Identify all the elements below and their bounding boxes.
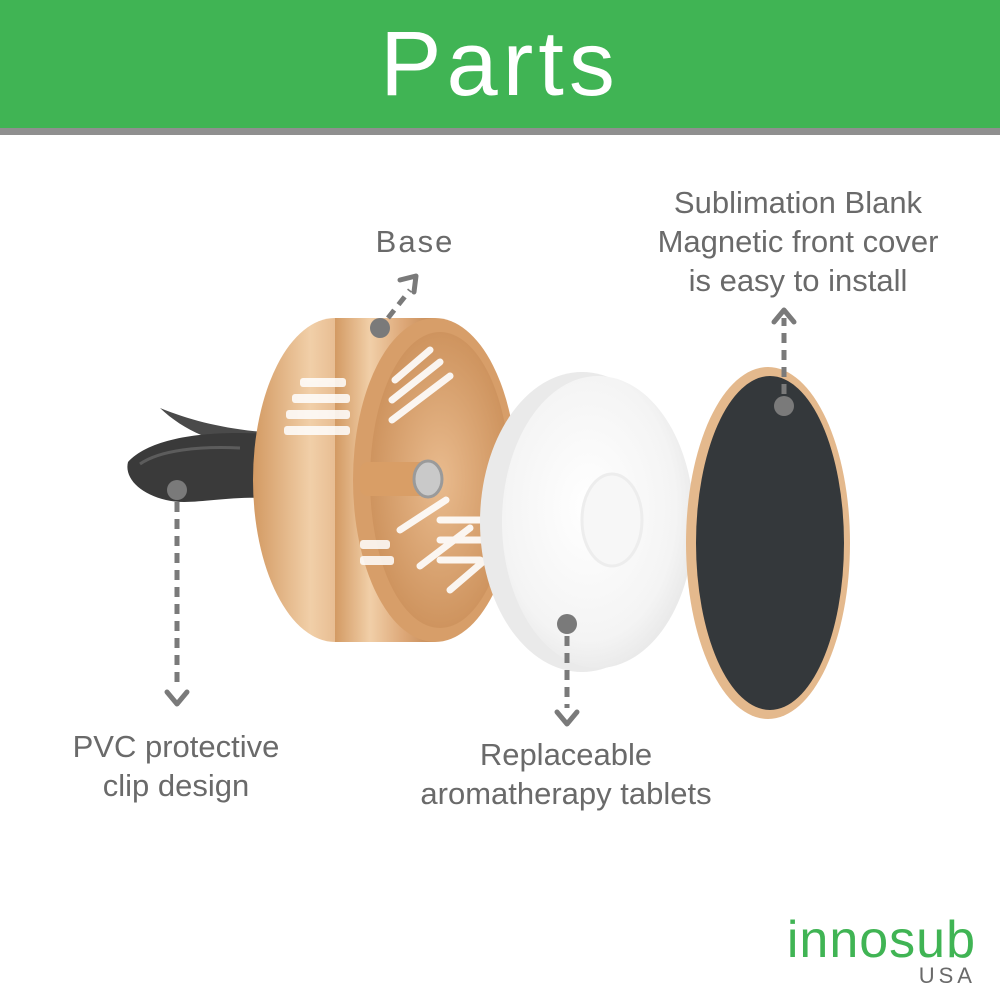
label-tablets: Replaceable aromatherapy tablets (398, 735, 734, 813)
brand-subtitle: USA (918, 963, 976, 988)
label-base-text: Base (375, 224, 455, 259)
aroma-tablet (480, 372, 694, 672)
label-tablets-line1: Replaceable (479, 737, 653, 772)
magnetic-cover (686, 367, 850, 719)
label-base: Base (330, 222, 500, 261)
page-title: Parts (380, 13, 620, 115)
label-tablets-line2: aromatherapy tablets (420, 776, 712, 811)
label-cover: Sublimation Blank Magnetic front cover i… (628, 183, 968, 300)
pointer-clip (164, 480, 190, 707)
base-cup (253, 318, 517, 642)
label-cover-line3: is easy to install (688, 263, 908, 298)
header-divider (0, 128, 1000, 135)
pointer-cover (771, 307, 797, 416)
header-banner: Parts (0, 0, 1000, 128)
pointer-tablets (554, 614, 580, 727)
pointer-base (370, 273, 419, 338)
label-cover-line1: Sublimation Blank (673, 185, 923, 220)
label-clip-line2: clip design (102, 768, 250, 803)
label-clip: PVC protective clip design (50, 727, 302, 805)
label-cover-line2: Magnetic front cover (657, 224, 939, 259)
brand-logo: innosub USA (760, 910, 990, 990)
vent-clip (127, 408, 268, 502)
label-clip-line1: PVC protective (72, 729, 280, 764)
brand-name: innosub (786, 911, 976, 969)
